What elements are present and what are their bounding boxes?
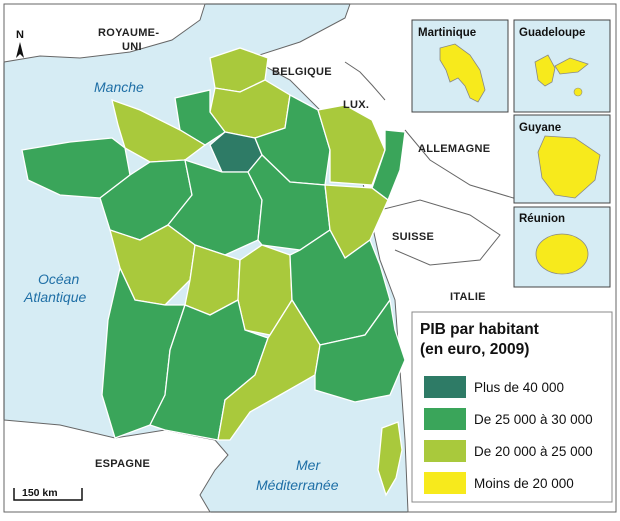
inset-martinique: Martinique <box>411 19 509 113</box>
belgium-border <box>344 61 386 101</box>
north-arrow-icon <box>16 42 24 58</box>
legend-subtitle: (en euro, 2009) <box>420 341 529 358</box>
region-corse <box>377 421 403 497</box>
legend-box <box>411 311 613 503</box>
legend-title: PIB par habitant <box>420 321 539 338</box>
guadeloupe-shape <box>534 54 589 87</box>
label-uk: ROYAUME- <box>98 27 159 39</box>
region-centre <box>167 159 263 256</box>
swiss-border <box>379 199 501 266</box>
legend-item-3: Moins de 20 000 <box>474 476 574 491</box>
inset-guyane: Guyane <box>513 114 611 204</box>
label-lux: LUX. <box>343 99 369 111</box>
north-label: N <box>16 29 24 41</box>
guyane-shape <box>537 135 601 199</box>
inset-guadeloupe: Guadeloupe <box>513 19 611 113</box>
label-espagne: ESPAGNE <box>95 458 150 470</box>
legend-swatch-0 <box>424 376 466 398</box>
france-regions <box>21 47 406 497</box>
label-belgique: BELGIQUE <box>272 66 332 78</box>
label-atlantique: Atlantique <box>23 289 86 305</box>
spain-land <box>3 419 229 513</box>
region-languedoc <box>217 298 321 441</box>
legend-item-0: Plus de 40 000 <box>474 380 564 395</box>
martinique-shape <box>439 43 486 103</box>
label-suisse: SUISSE <box>392 231 434 243</box>
inset-reunion: Réunion <box>513 206 611 288</box>
label-mer: Mer <box>296 457 321 473</box>
legend: PIB par habitant (en euro, 2009) Plus de… <box>411 311 613 503</box>
north-arrow: N <box>16 29 24 58</box>
scale-label: 150 km <box>22 487 58 499</box>
legend-item-2: De 20 000 à 25 000 <box>474 444 593 459</box>
legend-item-1: De 25 000 à 30 000 <box>474 412 593 427</box>
label-uk-2: UNI <box>122 41 142 53</box>
label-italie: ITALIE <box>450 291 486 303</box>
label-manche: Manche <box>94 79 144 95</box>
legend-swatch-2 <box>424 440 466 462</box>
region-paca <box>314 298 406 403</box>
uk-land <box>3 3 206 63</box>
inset-guadeloupe-title: Guadeloupe <box>519 27 585 39</box>
legend-swatch-3 <box>424 472 466 494</box>
scale-bar: 150 km <box>13 487 83 501</box>
inset-guyane-title: Guyane <box>519 122 561 134</box>
legend-swatch-1 <box>424 408 466 430</box>
inset-martinique-title: Martinique <box>418 27 476 39</box>
label-ocean: Océan <box>38 271 79 287</box>
label-allemagne: ALLEMAGNE <box>418 143 490 155</box>
inset-reunion-title: Réunion <box>519 213 565 225</box>
reunion-shape <box>535 233 589 275</box>
label-mediterranee: Méditerranée <box>256 477 339 493</box>
